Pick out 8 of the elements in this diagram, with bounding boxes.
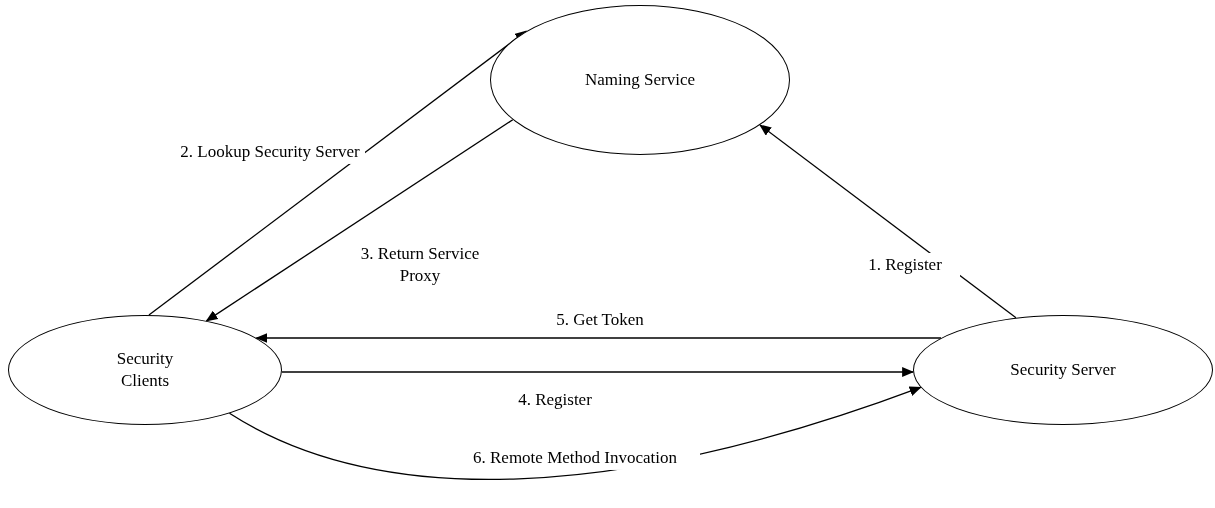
arrow — [205, 119, 514, 322]
node-label: Security Clients — [115, 347, 175, 392]
arrow — [148, 30, 527, 316]
node-label: Naming Service — [585, 68, 695, 91]
arrow — [759, 124, 1017, 319]
arrow — [255, 333, 942, 343]
arrow — [281, 367, 915, 377]
node-label: Security Server — [1010, 358, 1116, 381]
